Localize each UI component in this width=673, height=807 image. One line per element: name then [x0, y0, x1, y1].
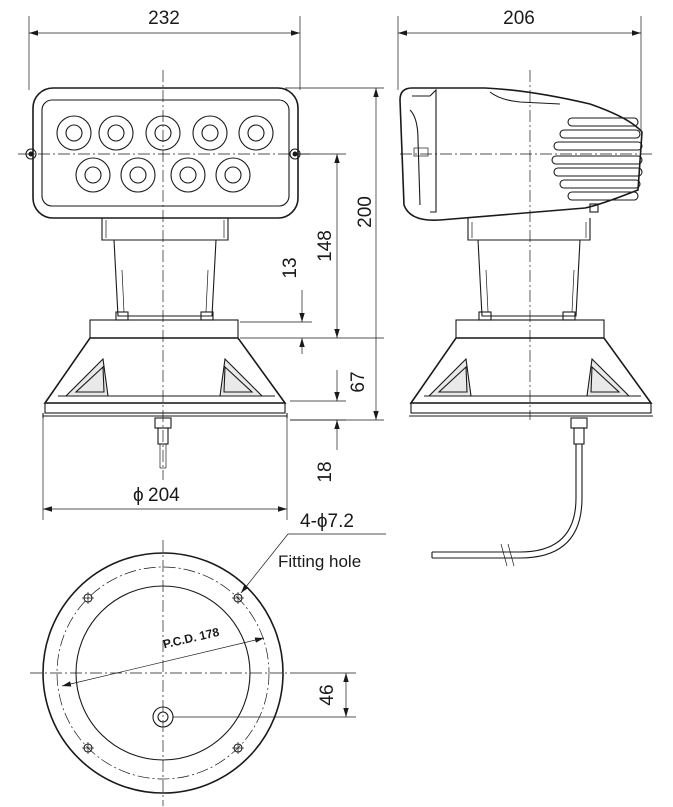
front-base-rim: [44, 402, 286, 414]
cable-break-mark: [500, 543, 508, 567]
dim-center-offset: 46: [317, 684, 338, 705]
fitting-hole-icon: [82, 742, 94, 754]
side-screw: [589, 203, 599, 213]
heat-sink-fins: [551, 117, 643, 201]
front-yoke: [101, 218, 229, 241]
side-lamp-housing: [399, 87, 643, 222]
fitting-hole-label: Fitting hole: [278, 552, 361, 571]
bottom-plan-view: [30, 533, 386, 806]
front-flange: [89, 319, 239, 339]
pcd-label: P.C.D. 178: [162, 625, 221, 652]
pcd-dimension-line: [61, 637, 265, 687]
dimension-lines: [28, 16, 642, 520]
left-pivot-bolt: [25, 148, 37, 160]
side-view: [399, 70, 653, 567]
led-icon: [238, 115, 274, 151]
pcd-circle: [56, 566, 270, 780]
fitting-hole-icon: [82, 592, 94, 604]
led-icon: [75, 157, 111, 193]
front-view: [18, 70, 310, 480]
led-array: [56, 115, 274, 193]
base-outer-circle: [42, 552, 284, 794]
hole-callout: 4-ϕ7.2: [300, 511, 354, 532]
dim-height-to-base: 148: [315, 230, 336, 262]
side-post: [477, 239, 581, 317]
dim-flange-thickness: 13: [280, 257, 301, 278]
front-lamp-housing: [32, 87, 299, 219]
power-cable: [432, 444, 577, 553]
led-icon: [145, 115, 181, 151]
led-icon: [170, 157, 206, 193]
fitting-hole-leader: [240, 533, 289, 594]
led-icon: [215, 157, 251, 193]
dim-width-side: 206: [503, 8, 535, 29]
dim-base-diameter: 204: [148, 485, 180, 506]
side-base-rim: [410, 402, 652, 414]
led-icon: [192, 115, 228, 151]
base-inner-circle: [75, 585, 251, 761]
fitting-hole-icon: [232, 592, 244, 604]
led-icon: [120, 157, 156, 193]
side-yoke: [467, 218, 591, 241]
side-pivot-knob: [413, 147, 429, 157]
dim-cable-exit: 18: [315, 461, 336, 482]
front-post: [113, 239, 217, 317]
dim-width-front: 232: [148, 8, 180, 29]
dim-height-total: 200: [355, 196, 376, 228]
led-icon: [98, 115, 134, 151]
dim-base-height: 67: [348, 371, 369, 392]
cable-gland: [570, 417, 588, 429]
dim-diameter-symbol: ϕ: [133, 485, 144, 506]
front-lens-frame: [41, 99, 290, 207]
led-icon: [56, 115, 92, 151]
fitting-hole-icon: [232, 742, 244, 754]
